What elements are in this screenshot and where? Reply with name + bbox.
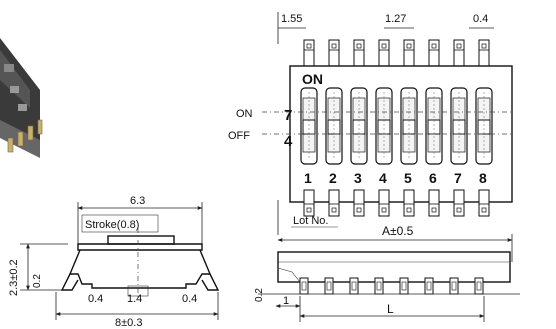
switch-numbers: 1 2 3 4 5 6 7 8 [304,170,487,186]
side-lead [449,277,459,295]
position-bottom-number: 4 [284,133,293,150]
lower-lead [303,189,315,217]
dim-length-a: A±0.5 [382,224,414,238]
side-lead [349,277,359,295]
side-leads [299,277,484,295]
upper-lead [353,39,365,67]
lower-lead [328,189,340,217]
dim-stroke: Stroke(0.8) [85,219,139,231]
front-view: 6.3 Stroke(0.8) 2.3±0.2 0.2 0.4 1.4 0.4 … [8,195,220,329]
lower-lead [353,189,365,217]
side-view: A±0.5 0.2 1 L [254,224,520,322]
side-lead [474,277,484,295]
on-marking: ON [302,71,323,87]
switch-number: 1 [304,170,312,186]
switch-number: 7 [454,170,462,186]
top-dimension-lines [277,12,494,235]
upper-leads [303,39,490,67]
product-photo [0,38,43,158]
actuator-row [300,87,493,165]
dim-body-width: 6.3 [130,195,145,207]
lower-lead [478,189,490,217]
dim-actuator-width: 1.4 [127,293,142,305]
side-body-outline [277,251,511,283]
lower-lead [428,189,440,217]
position-top-number: 7 [284,107,292,124]
dim-front-standoff: 0.2 [32,274,43,288]
lot-number-label: Lot No. [293,215,328,227]
switch-number: 8 [479,170,487,186]
switch-actuator [300,87,318,165]
dim-side-standoff: 0.2 [254,288,265,302]
dim-pitch: 1.27 [385,13,406,25]
switch-actuator [425,87,443,165]
upper-lead [453,39,465,67]
upper-lead [328,39,340,67]
dim-side-offset: 1 [283,295,289,307]
side-lead [374,277,384,295]
upper-lead [378,39,390,67]
switch-actuator [475,87,493,165]
top-view: 1.55 1.27 0.4 ON ON OFF 7 4 1 2 3 4 5 6 7 8 Lot… [228,12,513,235]
dim-height: 2.3±0.2 [8,259,20,296]
upper-lead [403,39,415,67]
dim-lead-width: 1.55 [281,13,302,25]
switch-number: 4 [379,170,387,186]
side-lead [424,277,434,295]
upper-lead [303,39,315,67]
lower-lead [403,189,415,217]
switch-actuator [350,87,368,165]
side-lead [299,277,309,295]
label-off: OFF [228,130,250,142]
switch-actuator [375,87,393,165]
switch-number: 3 [354,170,362,186]
switch-number: 5 [404,170,412,186]
dim-foot-right: 0.4 [182,293,197,305]
lower-lead [378,189,390,217]
dim-foot-left: 0.4 [88,293,103,305]
front-body-outline [77,243,203,251]
dim-lead-length: L [387,302,394,316]
dim-lead-tip: 0.4 [473,13,488,25]
side-lead [399,277,409,295]
upper-lead [428,39,440,67]
switch-actuator [325,87,343,165]
upper-lead [478,39,490,67]
lower-lead [453,189,465,217]
switch-actuator [450,87,468,165]
switch-number: 6 [429,170,437,186]
dim-lead-span: 8±0.3 [115,317,142,329]
switch-actuator [400,87,418,165]
lower-leads [303,189,490,217]
side-lead [324,277,334,295]
switch-number: 2 [329,170,337,186]
label-on: ON [236,108,253,120]
